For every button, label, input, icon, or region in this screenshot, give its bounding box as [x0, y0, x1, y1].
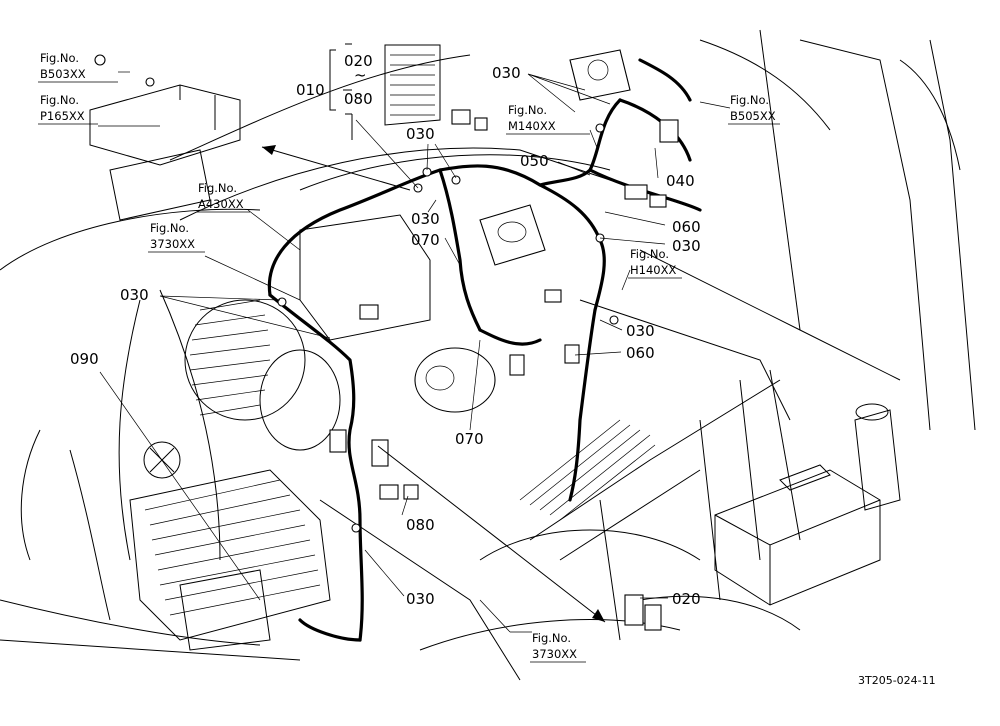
svg-text:B505XX: B505XX	[730, 109, 776, 123]
svg-text:Fig.No.: Fig.No.	[532, 631, 571, 645]
callout-090: 090	[70, 350, 99, 368]
svg-text:3730XX: 3730XX	[150, 237, 195, 251]
callout-040: 040	[666, 172, 695, 190]
callout-020: 020	[672, 590, 701, 608]
connectors	[94, 54, 679, 631]
svg-text:Fig.No.: Fig.No.	[508, 103, 547, 117]
svg-text:Fig.No.: Fig.No.	[40, 51, 79, 65]
callout-060: 060	[672, 218, 701, 236]
svg-text:Fig.No.: Fig.No.	[730, 93, 769, 107]
callout-010: 010	[296, 81, 325, 99]
callout-020-range-start: 020	[344, 52, 373, 70]
callout-070: 070	[455, 430, 484, 448]
callout-050: 050	[520, 152, 549, 170]
svg-text:B503XX: B503XX	[40, 67, 86, 81]
figref-m140: Fig.No. M140XX	[506, 103, 590, 135]
svg-text:Fig.No.: Fig.No.	[40, 93, 79, 107]
svg-text:P165XX: P165XX	[40, 109, 85, 123]
drawing-code: 3T205-024-11	[858, 674, 936, 687]
svg-text:Fig.No.: Fig.No.	[198, 181, 237, 195]
callout-080: 080	[406, 516, 435, 534]
callout-030: 030	[406, 590, 435, 608]
callout-030: 030	[672, 237, 701, 255]
callout-numbers: 010 020 ~ 080 030 030 030 070 050 040 06…	[70, 52, 701, 608]
callout-060: 060	[626, 344, 655, 362]
machine-outline	[0, 29, 976, 681]
svg-text:M140XX: M140XX	[508, 119, 556, 133]
leader-lines	[98, 43, 731, 633]
callout-030: 030	[626, 322, 655, 340]
figref-h140: Fig.No. H140XX	[628, 247, 682, 279]
figref-p165: Fig.No. P165XX	[38, 93, 98, 125]
svg-text:3730XX: 3730XX	[532, 647, 577, 661]
svg-text:H140XX: H140XX	[630, 263, 676, 277]
callout-070: 070	[411, 231, 440, 249]
svg-text:Fig.No.: Fig.No.	[630, 247, 669, 261]
callout-030: 030	[411, 210, 440, 228]
callout-080-range-end: 080	[344, 90, 373, 108]
callout-range-tilde: ~	[354, 66, 367, 84]
figref-b503: Fig.No. B503XX	[38, 51, 118, 83]
callout-030: 030	[120, 286, 149, 304]
callout-030: 030	[406, 125, 435, 143]
svg-text:Fig.No.: Fig.No.	[150, 221, 189, 235]
callout-030: 030	[492, 64, 521, 82]
svg-text:A430XX: A430XX	[198, 197, 244, 211]
figref-3730-upper: Fig.No. 3730XX	[148, 221, 205, 253]
reference-arrows	[261, 145, 606, 623]
figref-3730-lower: Fig.No. 3730XX	[510, 631, 586, 663]
figref-a430: Fig.No. A430XX	[196, 181, 250, 213]
figref-b505: Fig.No. B505XX	[728, 93, 780, 125]
figure-references: Fig.No. B503XX Fig.No. P165XX Fig.No. A4…	[38, 51, 780, 663]
